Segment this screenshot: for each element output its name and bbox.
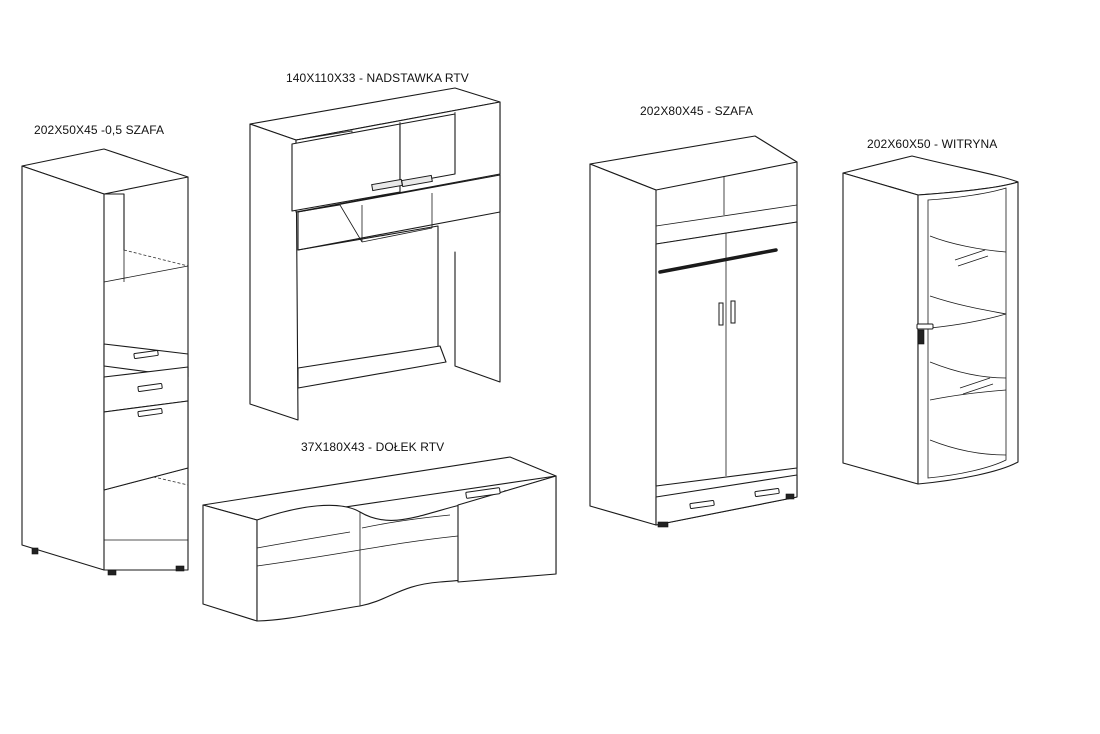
label-witryna: 202X60X50 - WITRYNA [867, 137, 998, 151]
label-dolek-rtv: 37X180X43 - DOŁEK RTV [301, 440, 445, 454]
szafa-wide-drawing [589, 135, 798, 528]
label-szafa-wide: 202X80X45 - SZAFA [640, 104, 754, 118]
label-nadstawka-rtv: 140X110X33 - NADSTAWKA RTV [286, 71, 469, 85]
label-szafa-narrow: 202X50X45 -0,5 SZAFA [34, 123, 165, 137]
nadstawka-rtv-drawing [249, 87, 501, 421]
dolek-rtv-drawing [202, 456, 557, 622]
szafa-narrow-drawing [21, 148, 189, 576]
witryna-drawing [842, 155, 1019, 485]
